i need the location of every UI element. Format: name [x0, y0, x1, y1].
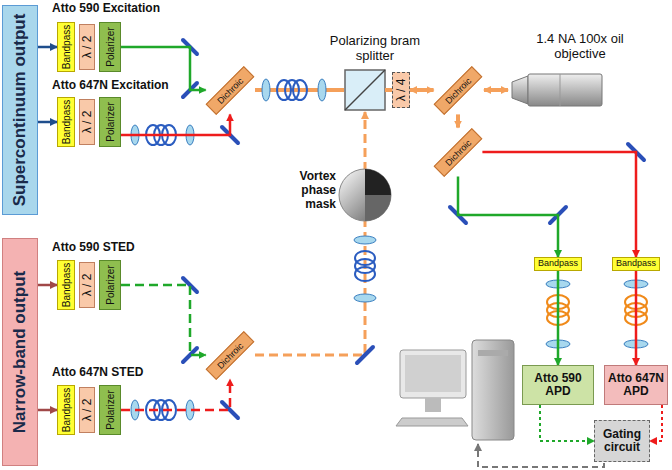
beam-connector [38, 121, 57, 124]
beam-connector [458, 176, 558, 257]
beam-connector [38, 284, 57, 287]
node-text: Gating circuit [595, 421, 649, 461]
beam-connector [121, 285, 206, 355]
node-text: Supercontinuum output [10, 14, 30, 207]
annotation-label: Atto 647N Excitation [52, 79, 182, 93]
bandpass-filter: Bandpass [57, 385, 75, 435]
annotation-label: Polarizing bram splitter [318, 34, 432, 64]
bandpass-filter: Bandpass [57, 97, 75, 147]
beam-connector [456, 114, 460, 127]
beam-connector [650, 405, 662, 441]
node-text: λ / 2 [80, 399, 94, 422]
node-text: Bandpass [61, 25, 72, 69]
node-text: Bandpass [535, 258, 581, 270]
dichroic-mirror: Dichroic [206, 331, 255, 380]
node-text: Bandpass [61, 388, 72, 432]
dichroic-mirror: Dichroic [434, 128, 483, 177]
dichroic-mirror: Dichroic [434, 66, 483, 115]
polarizer: Polarizer [99, 22, 121, 72]
half-wave-plate: λ / 2 [79, 99, 95, 145]
annotation-label: Atto 590 STED [52, 241, 182, 255]
detector-box: Atto 590 APD [522, 365, 594, 405]
node-text: Narrow-band output [10, 271, 30, 433]
node-text: Atto 590 APD [523, 366, 593, 404]
beam-connector [557, 271, 560, 365]
half-wave-plate: λ / 2 [79, 387, 95, 433]
beam-connector [38, 46, 57, 49]
beam-connector [121, 114, 230, 135]
annotation-label: 1.4 NA 100x oil objective [512, 32, 648, 62]
node-text: Bandpass [61, 100, 72, 144]
beam-connector [410, 88, 434, 92]
node-text: Dichroic [443, 137, 473, 167]
beam-connector [635, 271, 638, 365]
node-text: Polarizer [105, 390, 116, 429]
beam-connector [38, 409, 57, 412]
polarizer: Polarizer [99, 385, 121, 435]
beam-connector [121, 379, 230, 410]
bandpass-filter: Bandpass [57, 22, 75, 72]
polarizer: Polarizer [99, 97, 121, 147]
node-text: Dichroic [215, 75, 245, 105]
node-text: Bandpass [613, 258, 659, 270]
node-text: λ / 2 [80, 274, 94, 297]
node-text: λ / 2 [80, 111, 94, 134]
annotation-label: Atto 647N STED [52, 366, 182, 380]
annotation-label: Vortex phase mask [286, 170, 336, 211]
annotation-label: Atto 590 Excitation [52, 2, 182, 16]
source-band: Supercontinuum output [2, 5, 38, 215]
node-text: Atto 647N APD [605, 366, 667, 404]
detector-box: Atto 647N APD [604, 365, 668, 405]
polarizer: Polarizer [99, 260, 121, 310]
dichroic-mirror: Dichroic [206, 66, 255, 115]
bandpass-filter: Bandpass [57, 260, 75, 310]
source-band: Narrow-band output [2, 238, 38, 466]
node-text: Polarizer [105, 27, 116, 66]
node-text: Polarizer [105, 102, 116, 141]
node-text: λ / 2 [80, 36, 94, 59]
half-wave-plate: λ / 2 [79, 262, 95, 308]
half-wave-plate: λ / 2 [79, 24, 95, 70]
beam-connector [540, 405, 594, 441]
node-text: Dichroic [443, 75, 473, 105]
bandpass-filter: Bandpass [534, 257, 582, 271]
node-text: λ / 4 [394, 79, 408, 102]
quarter-wave-plate: λ / 4 [392, 72, 410, 108]
node-text: Bandpass [61, 263, 72, 307]
bandpass-filter: Bandpass [612, 257, 660, 271]
gating-box: Gating circuit [594, 420, 650, 462]
node-text: Polarizer [105, 265, 116, 304]
node-text: Dichroic [215, 340, 245, 370]
